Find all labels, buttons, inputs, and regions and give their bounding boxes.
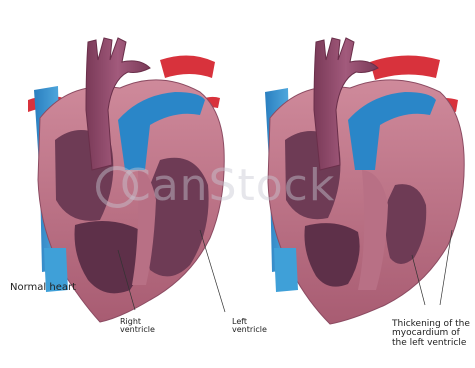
- label-right-ventricle-line2: ventricle: [120, 326, 155, 334]
- thick-red-artery-right: [370, 55, 440, 80]
- leader-left-ventricle: [200, 230, 225, 312]
- label-left-ventricle: Left ventricle: [232, 318, 267, 335]
- label-thickening: Thickening of the myocardium of the left…: [392, 320, 470, 348]
- watermark-text: CanStock: [120, 160, 335, 211]
- thick-inferior-vena-cava: [274, 248, 298, 292]
- normal-red-artery-right: [160, 55, 215, 78]
- label-right-ventricle: Right ventricle: [120, 318, 155, 335]
- label-normal-heart: Normal heart: [10, 283, 76, 294]
- label-thickening-line3: the left ventricle: [392, 339, 470, 348]
- label-left-ventricle-line2: ventricle: [232, 326, 267, 334]
